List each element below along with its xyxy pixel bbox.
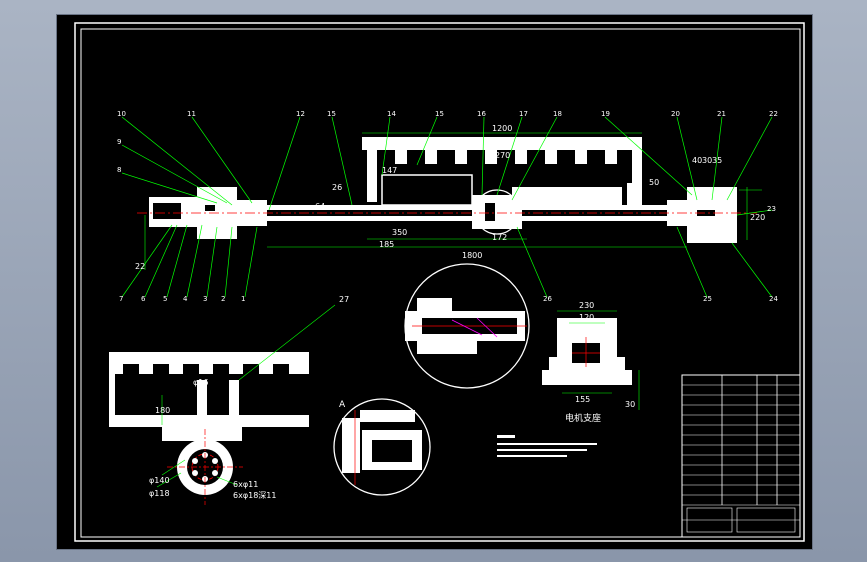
part-number: 20 [671,110,680,118]
part-number: 18 [553,110,562,118]
part-number: 15 [327,110,336,118]
dim-label: 50 [649,178,659,187]
part-number: 11 [187,110,196,118]
section-a-view: A [333,398,431,496]
motor-support-view: 230 120 155 30 电机支座 [542,301,640,424]
dim-label: 64 [315,202,325,211]
part-number: 6 [141,295,146,303]
dim-label: 1800 [462,251,482,260]
dim-label: 22 [135,262,145,271]
dim-label: 185 [379,240,394,249]
dim-label: 180 [155,406,170,415]
dim-label: φ16 [193,378,208,387]
dim-label: 172 [492,233,507,242]
dim-label: 30 [625,400,635,409]
part-number: 9 [117,138,121,146]
part-number: 7 [119,295,123,303]
dim-label: 26 [332,183,342,192]
dim-label: 1200 [492,124,512,133]
part-number: 12 [296,110,305,118]
circular-detail [404,263,530,389]
title-block [681,374,801,538]
leader-lines [121,116,773,298]
part-number: 3 [203,295,207,303]
dim-label: 230 [579,301,594,310]
dim-label: 35 [712,156,722,165]
part-number: 27 [339,295,349,304]
cad-drawing: 10 11 12 9 8 15 14 15 16 17 18 19 20 21 … [74,22,805,542]
dim-label: 6xφ11 [233,480,258,489]
part-number: 19 [601,110,610,118]
part-number: 15 [435,110,444,118]
part-number: 10 [117,110,126,118]
part-number: 5 [163,295,167,303]
main-assembly-view: 10 11 12 9 8 15 14 15 16 17 18 19 20 21 … [117,110,778,303]
dim-label: 220 [750,213,765,222]
support-caption: 电机支座 [565,412,601,424]
dim-label: 30 [702,156,712,165]
part-number-labels: 10 11 12 9 8 15 14 15 16 17 18 19 20 21 … [117,110,778,303]
technical-notes [497,435,597,457]
dim-label: 147 [382,166,397,175]
part-number: 2 [221,295,225,303]
part-number: 24 [769,295,778,303]
dim-label: 6xφ18深11 [233,491,276,500]
dimension-labels: 1200 270 147 26 64 185 350 172 1800 50 4… [135,124,765,271]
part-number: 1 [241,295,245,303]
outer-border [74,22,805,542]
part-number: 22 [769,110,778,118]
part-number: 8 [117,166,121,174]
dim-label: φ140 [149,476,170,485]
dim-label: 40 [692,156,702,165]
dim-label: 270 [495,151,510,160]
part-number: 14 [387,110,396,118]
part-number: 23 [767,205,776,213]
dim-label: R10 [517,194,533,203]
part-number: 16 [477,110,486,118]
dim-label: 350 [392,228,407,237]
inner-border [80,28,801,538]
dim-label: φ118 [149,489,170,498]
section-label: A [339,400,346,410]
drawing-sheet: 10 11 12 9 8 15 14 15 16 17 18 19 20 21 … [56,14,813,550]
part-number: 17 [519,110,528,118]
part-number: 21 [717,110,726,118]
part-number: 26 [543,295,552,303]
part-number: 25 [703,295,712,303]
dim-label: 155 [575,395,590,404]
upper-housing [362,137,642,183]
detail-view: 27 φ16 180 φ140 φ118 6xφ11 6xφ18深11 [109,295,349,505]
carriage [472,195,522,229]
dim-label: 120 [579,313,594,322]
part-number: 4 [183,295,188,303]
